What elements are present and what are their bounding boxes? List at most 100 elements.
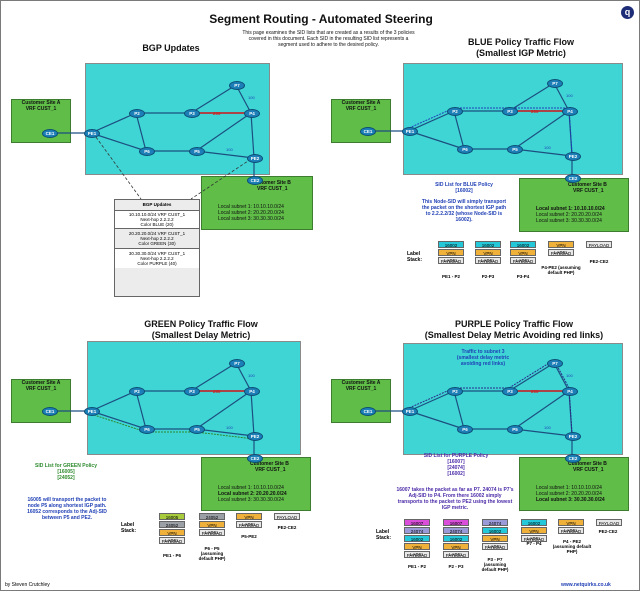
bgp-update-arrow — [92, 132, 142, 200]
purple-sid-value: [24074] — [447, 465, 465, 471]
site-a-vrf: VRF CUST_1 — [25, 386, 57, 392]
router-icon: P7 — [229, 359, 245, 368]
hop-label: P3 - P7 (assuming default PHP) — [481, 557, 509, 572]
topology-link — [408, 110, 455, 132]
subnet-2: Local subnet 2: 20.20.20.0/24 — [536, 491, 602, 497]
router-icon: PE1 — [402, 407, 418, 416]
subnet-2: Local subnet 2: 20.20.20.0/24 — [536, 212, 602, 218]
customer-site-a: Customer Site A VRF CUST_1 — [11, 99, 71, 143]
metric-label: 200 — [213, 111, 221, 116]
adj-sid-label: 24074 — [443, 527, 469, 534]
hop-label: PE2-CE2 — [598, 529, 618, 534]
green-sid-title: SID List for GREEN Policy — [35, 463, 97, 469]
topology-link — [513, 428, 573, 437]
purple-sid-description: 16007 takes the packet as far as P7. 240… — [396, 487, 514, 511]
topology-link — [195, 428, 255, 437]
topology-link — [513, 110, 570, 150]
label-stack-pe2-ce2: PAYLOAD — [274, 513, 300, 521]
metric-label: 200 — [531, 109, 539, 114]
topology-link — [90, 132, 147, 152]
purple-title-line1: PURPLE Policy Traffic Flow — [454, 319, 574, 329]
site-b-name: Customer Site B — [568, 182, 607, 188]
topology-link — [90, 410, 147, 430]
router-icon: PE1 — [84, 129, 100, 138]
site-b-vrf: VRF CUST_1 — [257, 186, 288, 192]
topology-link — [135, 112, 147, 152]
router-icon: P4 — [562, 107, 578, 116]
label-stack-label: Label Stack: — [121, 522, 137, 534]
blue-sid-description: This Node-SID will simply transport the … — [421, 199, 507, 223]
bgp-entry-blue: 10.10.10.0/24 VRF CUST_1 Next-hop 2.2.2.… — [115, 210, 199, 228]
label-stack-p2-p3: 16002 VPN LABEL PAYLOAD — [475, 241, 501, 265]
sid-label: 16007 — [443, 519, 469, 526]
blue-sid-value: [16002] — [455, 188, 473, 194]
site-a-name: Customer Site A — [21, 380, 61, 386]
router-icon: P2 — [129, 387, 145, 396]
router-icon: P7 — [547, 359, 563, 368]
metric-label: 100 — [248, 373, 255, 378]
hop-label: P6 - P5 (assuming default PHP) — [198, 546, 226, 561]
sid-label: 16002 — [475, 241, 501, 248]
blue-sid-title: SID List for BLUE Policy — [435, 182, 493, 188]
purple-sid-title: SID List for PURPLE Policy — [423, 453, 489, 459]
router-icon: CE2 — [247, 454, 263, 463]
footer-site-link[interactable]: www.netquirks.co.uk — [561, 582, 611, 588]
customer-site-a: Customer Site A VRF CUST_1 — [331, 99, 391, 143]
blue-title-line2: (Smallest IGP Metric) — [476, 48, 566, 58]
sid-label: 16002 — [521, 519, 547, 526]
green-sid-value: [16005] — [57, 469, 75, 475]
adj-sid-label: 24052 — [159, 521, 185, 528]
bgp-entry-nexthop: Next-hop 2.2.2.2 — [140, 236, 174, 241]
label-stack-p3-p7: 24074 16002 VPN LABEL PAYLOAD — [482, 519, 508, 551]
router-icon: PE2 — [565, 432, 581, 441]
bgp-section-title: BGP Updates — [142, 43, 200, 53]
label-stack-label: Label Stack: — [407, 251, 423, 263]
topology-link — [90, 390, 137, 412]
router-icon: CE1 — [42, 407, 58, 416]
purple-flow-path — [553, 359, 570, 389]
metric-label: 100 — [248, 95, 255, 100]
hop-label: P5-PE2 — [241, 534, 257, 539]
customer-site-b: Customer Site B VRF CUST_1 Local subnet … — [519, 178, 629, 232]
topology-link — [513, 148, 573, 157]
label-stack-p7-p4: 16002 VPN LABEL PAYLOAD — [521, 519, 547, 543]
hop-label: P2 - P3 — [448, 564, 464, 569]
bgp-entry-nexthop: Next-hop 2.2.2.2 — [140, 256, 174, 261]
router-icon: P3 — [502, 107, 518, 116]
payload: PAYLOAD — [586, 241, 612, 248]
payload: PAYLOAD — [521, 535, 547, 542]
bgp-entry-green: 20.20.20.0/24 VRF CUST_1 Next-hop 2.2.2.… — [115, 228, 199, 248]
sid-label: 16005 — [159, 513, 185, 520]
router-icon: CE2 — [247, 176, 263, 185]
router-icon: P3 — [502, 387, 518, 396]
topology-link — [508, 82, 555, 112]
green-flow-path — [195, 431, 255, 440]
topology-link — [190, 84, 237, 114]
adj-sid-label: 24074 — [404, 527, 430, 534]
payload: PAYLOAD — [159, 537, 185, 544]
bgp-entry-color: Color GREEN (30) — [138, 241, 176, 246]
metric-label: 100 — [566, 93, 573, 98]
blue-title-line1: BLUE Policy Traffic Flow — [467, 37, 575, 47]
green-section-title: GREEN Policy Traffic Flow (Smallest Dela… — [101, 319, 301, 341]
router-icon: CE1 — [360, 407, 376, 416]
router-icon: P6 — [457, 145, 473, 154]
sid-label: 16002 — [510, 241, 536, 248]
label-stack-pe1-p6: 16005 24052 VPN LABEL PAYLOAD — [159, 513, 185, 545]
topology-link — [453, 110, 465, 150]
green-flow-path — [90, 413, 147, 433]
site-a-name: Customer Site A — [341, 100, 381, 106]
topology-link — [513, 390, 570, 430]
payload: PAYLOAD — [548, 249, 574, 256]
topology-link — [250, 390, 255, 437]
page-title: Segment Routing - Automated Steering — [209, 12, 433, 26]
router-icon: P2 — [129, 109, 145, 118]
site-b-subnets: Local subnet 1: 10.10.10.0/24 Local subn… — [218, 485, 287, 503]
label-stack-label: Label Stack: — [376, 529, 392, 541]
site-b-vrf: VRF CUST_1 — [573, 188, 604, 194]
router-icon: CE1 — [42, 129, 58, 138]
bgp-entry-color: Color BLUE (20) — [140, 222, 174, 227]
topology-link — [190, 362, 237, 392]
payload: PAYLOAD — [558, 527, 584, 534]
hop-label: PE2-CE2 — [277, 525, 297, 530]
